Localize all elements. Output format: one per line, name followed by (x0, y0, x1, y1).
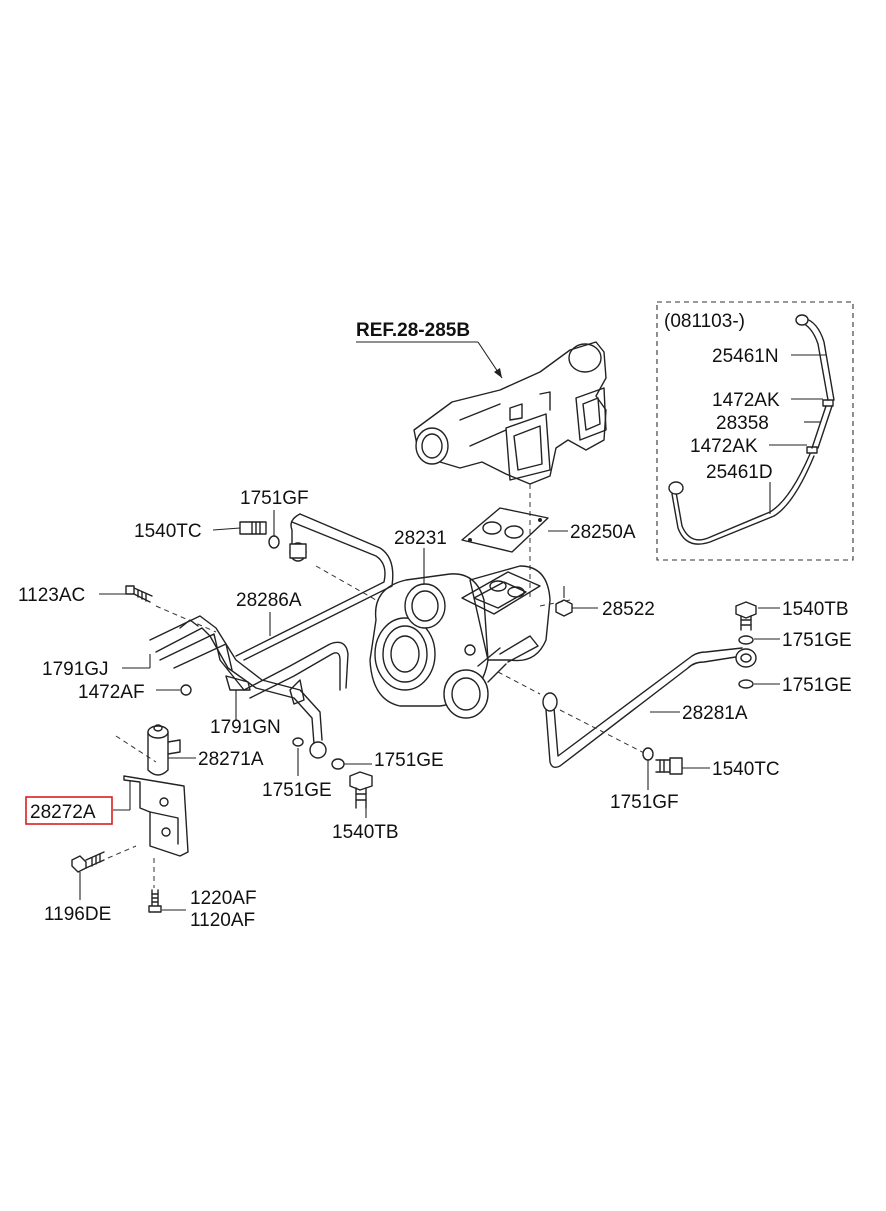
inset-title: (081103-) (664, 311, 745, 332)
bolt-1540TB-right (735, 601, 757, 631)
label-1540TB-low: 1540TB (332, 822, 399, 843)
bolt-1540TB-low (349, 771, 373, 809)
bracket-28272A (107, 775, 189, 888)
inset-label-1472AK-lower: 1472AK (690, 436, 758, 457)
washer-1751GE-low (331, 758, 345, 770)
label-1540TB-right: 1540TB (782, 599, 849, 620)
label-1220AF: 1220AF (190, 888, 257, 909)
label-28286A: 28286A (236, 590, 302, 611)
label-1540TC-left: 1540TC (134, 521, 202, 542)
bolt-1196DE (71, 851, 105, 873)
bolt-1540TC-left (239, 521, 267, 535)
gasket-28250A (461, 507, 549, 553)
label-1751GE-right2: 1751GE (782, 675, 852, 696)
turbocharger (315, 565, 571, 719)
inset-label-28358: 28358 (716, 413, 769, 434)
washer-1751GE-right1 (738, 635, 754, 645)
oil-feed-pipe-28286A (235, 513, 394, 661)
label-28271A: 28271A (198, 749, 264, 770)
label-1751GF-low: 1751GF (610, 792, 679, 813)
label-28522: 28522 (602, 599, 655, 620)
washer-1751GF-low (642, 747, 654, 761)
inset-label-1472AK-upper: 1472AK (712, 390, 780, 411)
part-labels: 1751GF 1540TC 28231 28250A 1123AC 28286A… (18, 488, 852, 931)
label-1123AC: 1123AC (18, 585, 85, 606)
washer-1751GE-mid (292, 737, 304, 747)
label-1751GE-low: 1751GE (262, 780, 332, 801)
bolt-1123AC (125, 585, 153, 603)
label-1751GF-top: 1751GF (240, 488, 309, 509)
label-1472AF: 1472AF (78, 682, 145, 703)
inset-label-25461N: 25461N (712, 346, 779, 367)
nut-28522 (555, 586, 598, 617)
label-1791GN: 1791GN (210, 717, 281, 738)
solenoid-valve-28271A (147, 724, 181, 776)
reference-label: REF.28-285B (356, 320, 470, 341)
label-1540TC-right: 1540TC (712, 759, 780, 780)
washer-1751GF-top (268, 535, 280, 549)
label-1120AF: 1120AF (190, 910, 255, 931)
label-1196DE: 1196DE (44, 904, 111, 925)
oil-return-pipe-28281A (542, 647, 757, 769)
bolt-1540TC-right (655, 757, 683, 775)
label-1751GE-right1: 1751GE (782, 630, 852, 651)
exhaust-manifold (413, 341, 607, 600)
inset-label-25461D: 25461D (706, 462, 773, 483)
label-1751GE-mid: 1751GE (374, 750, 444, 771)
label-28231: 28231 (394, 528, 447, 549)
label-1791GJ: 1791GJ (42, 659, 109, 680)
inset-box: (081103-) 25461N 1472AK 28358 1472AK 254… (656, 301, 854, 561)
highlight-box (25, 796, 113, 825)
label-28281A: 28281A (682, 703, 748, 724)
label-28272A-highlighted: 28272A (30, 802, 96, 823)
leader-lines (79, 510, 780, 911)
bolt-1220AF (148, 889, 162, 913)
label-28250A: 28250A (570, 522, 636, 543)
oil-return-pipe-assembly (115, 605, 349, 763)
washer-1751GE-right2 (738, 679, 754, 689)
